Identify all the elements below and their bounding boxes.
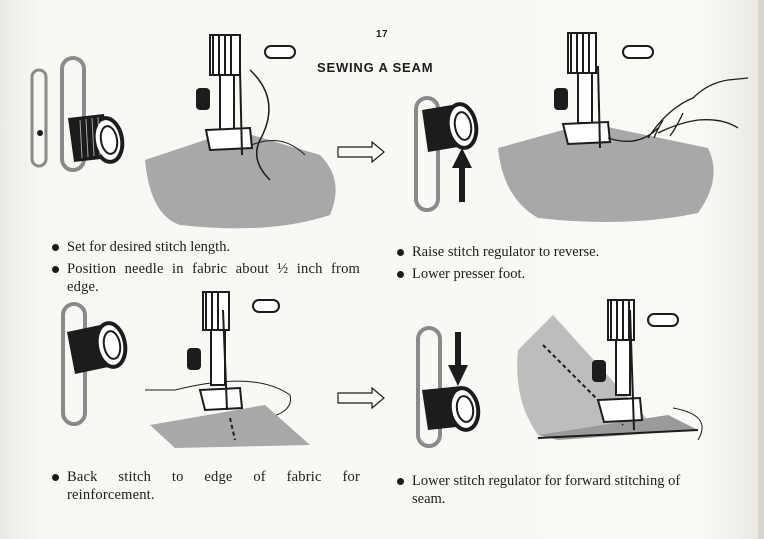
regulator-knob-icon xyxy=(68,114,125,164)
step-item: Raise stitch regulator to reverse. xyxy=(397,243,717,261)
figure-back-stitch xyxy=(61,291,310,448)
steps-bottom-right: Lower stitch regulator for forward stitc… xyxy=(397,472,709,512)
step-item: Position needle in fabric about ½ inch f… xyxy=(52,260,360,296)
regulator-slot xyxy=(60,56,86,172)
step-text: Lower presser foot. xyxy=(412,266,526,282)
page-title: SEWING A SEAM xyxy=(317,60,434,75)
regulator-knob-icon xyxy=(67,321,128,374)
presser-foot-icon xyxy=(196,34,296,181)
fabric-icon xyxy=(498,123,714,222)
fabric-edge-line xyxy=(145,380,292,421)
fabric-icon xyxy=(145,130,336,229)
steps-top-left: Set for desired stitch length. Position … xyxy=(52,238,360,300)
figure-lower-regulator xyxy=(416,299,703,448)
figure-raise-regulator xyxy=(414,32,748,222)
regulator-slot-outer xyxy=(30,68,48,168)
regulator-slot xyxy=(414,96,440,212)
page-number: 17 xyxy=(376,29,389,40)
step-text: Position needle in fabric about ½ inch f… xyxy=(67,261,360,295)
down-arrow-icon xyxy=(448,332,468,386)
step-text: Back stitch to edge of fabric for reinfo… xyxy=(67,469,360,503)
next-step-arrow-icon xyxy=(337,387,385,409)
step-text: Lower stitch regulator for forward stitc… xyxy=(412,473,681,507)
step-item: Set for desired stitch length. xyxy=(52,238,360,256)
fabric-icon xyxy=(538,415,698,440)
step-item: Lower presser foot. xyxy=(397,265,717,283)
steps-top-right: Raise stitch regulator to reverse. Lower… xyxy=(397,243,717,287)
fabric-icon xyxy=(150,405,310,448)
up-arrow-icon xyxy=(452,148,472,202)
step-item: Back stitch to edge of fabric for reinfo… xyxy=(52,468,360,504)
step-text: Set for desired stitch length. xyxy=(67,239,231,255)
steps-bottom-left: Back stitch to edge of fabric for reinfo… xyxy=(52,468,360,508)
presser-foot-icon xyxy=(592,299,679,431)
stitch-setting-mark xyxy=(37,130,43,136)
regulator-knob-icon xyxy=(422,386,481,432)
presser-foot-icon xyxy=(187,291,280,412)
hand-icon xyxy=(607,77,748,142)
regulator-slot xyxy=(416,326,442,448)
presser-foot-icon xyxy=(554,32,654,149)
next-step-arrow-icon xyxy=(337,141,385,163)
regulator-knob-icon xyxy=(422,102,479,152)
step-item: Lower stitch regulator for forward stitc… xyxy=(397,472,709,508)
page-edge xyxy=(758,0,764,539)
step-text: Raise stitch regulator to reverse. xyxy=(412,244,600,260)
figure-set-stitch-length xyxy=(30,34,336,229)
